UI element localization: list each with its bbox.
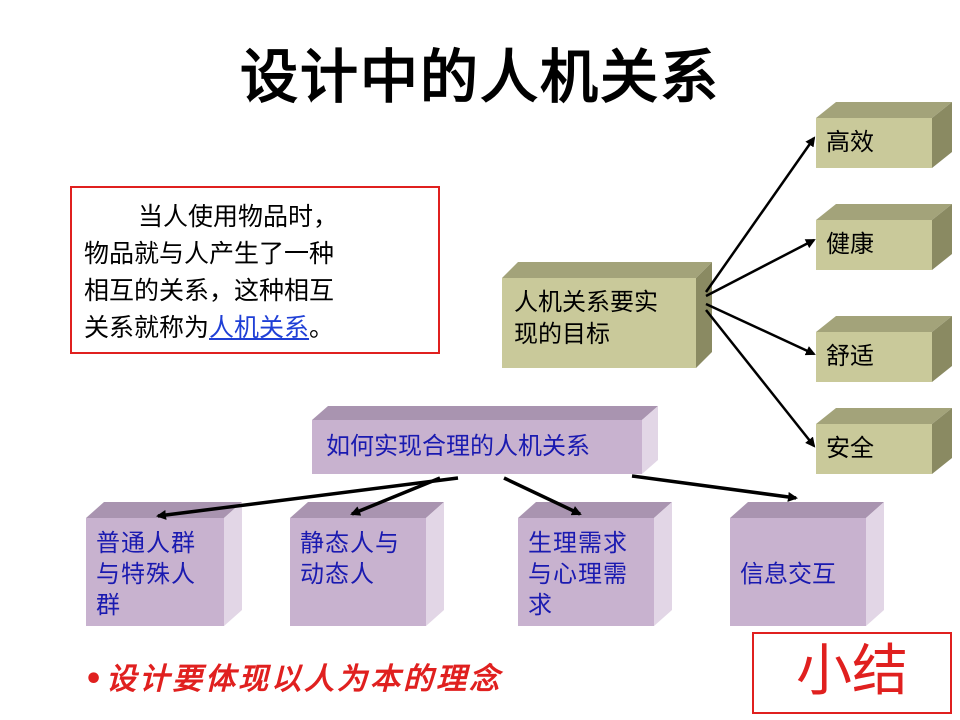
human-machine-link[interactable]: 人机关系 — [209, 313, 310, 342]
summary-button[interactable]: 小结 — [752, 632, 952, 714]
page-title: 设计中的人机关系 — [239, 43, 720, 111]
method-label-4: 信息交互 — [740, 560, 836, 588]
method-box-2 — [290, 502, 444, 626]
goal-item-4: 安全 — [826, 434, 874, 462]
goal-item-1: 高效 — [826, 128, 874, 156]
method-label-1: 普通人群 与特殊人 群 — [96, 529, 196, 619]
definition-box: 当人使用物品时， 物品就与人产生了一种 相互的关系，这种相互 关系就称为人机关系… — [70, 186, 440, 354]
arrow-to-method-4 — [631, 474, 798, 502]
goal-box — [502, 262, 712, 368]
goal-item-2: 健康 — [826, 230, 874, 258]
definition-line-4: 关系就称为人机关系。 — [84, 313, 335, 342]
how-box — [312, 406, 658, 474]
definition-line-3: 相互的关系，这种相互 — [84, 276, 335, 305]
method-box-1 — [86, 502, 242, 626]
goal-item-box-4 — [816, 408, 952, 474]
goal-item-box-2 — [816, 204, 952, 270]
method-label-3: 生理需求 与心理需 求 — [528, 529, 628, 619]
arrow-to-method-3 — [503, 476, 582, 516]
goal-label: 人机关系要实 现的目标 — [514, 288, 658, 348]
method-box-3 — [518, 502, 672, 626]
goal-item-box-3 — [816, 316, 952, 382]
how-label: 如何实现合理的人机关系 — [326, 432, 590, 460]
arrow-to-method-2 — [350, 476, 441, 516]
method-label-2: 静态人与 动态人 — [300, 529, 400, 588]
goal-item-3: 舒适 — [826, 342, 874, 370]
arrow-to-goal-3 — [705, 302, 816, 356]
arrow-to-goal-4 — [705, 309, 816, 448]
definition-line-2: 物品就与人产生了一种 — [84, 239, 335, 268]
definition-line-1: 当人使用物品时， — [138, 202, 339, 231]
bullet-principle: •设计要体现以人为本的理念 — [84, 662, 503, 697]
method-box-4 — [730, 502, 884, 626]
arrow-to-goal-2 — [705, 238, 816, 298]
arrow-to-method-1 — [156, 476, 459, 520]
goal-item-box-1 — [816, 102, 952, 168]
arrow-to-goal-1 — [704, 136, 816, 293]
